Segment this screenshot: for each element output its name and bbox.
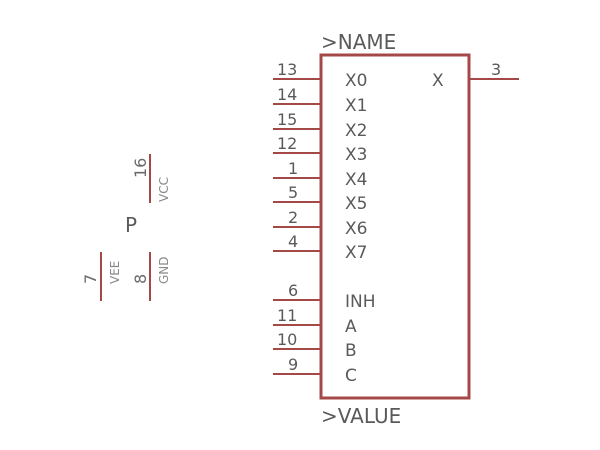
input-pin-x3[interactable]: 12 X3 [273,134,367,165]
control-pin-a[interactable]: 11 A [273,306,357,337]
input-pin-number: 1 [288,159,298,178]
control-pin-number: 9 [288,355,298,374]
input-pin-number: 5 [288,183,298,202]
input-pin-number: 2 [288,208,298,227]
input-pin-x2[interactable]: 15 X2 [273,110,367,141]
control-pin-label: B [345,341,357,361]
input-pin-number: 14 [277,85,297,104]
input-pin-x7[interactable]: 4 X7 [273,232,367,263]
power-pin-vee[interactable]: 7 VEE [81,252,122,301]
input-pin-label: X4 [345,170,367,190]
control-pin-number: 11 [277,306,297,325]
power-pin-label: GND [157,256,171,284]
output-pin-number: 3 [491,60,501,79]
output-pin[interactable]: 3 X [432,60,519,91]
input-pin-number: 13 [277,60,297,79]
component-body[interactable] [319,53,471,400]
power-pin-label: VEE [108,261,122,284]
input-pin-number: 4 [288,232,298,251]
power-pin-vcc[interactable]: 16 VCC [131,154,171,203]
input-pin-x6[interactable]: 2 X6 [273,208,367,239]
input-pin-label: X3 [345,145,367,165]
control-pin-inh[interactable]: 6 INH [273,281,376,312]
input-pin-number: 15 [277,110,297,129]
input-pin-label: X6 [345,219,367,239]
control-pin-c[interactable]: 9 C [273,355,357,386]
value-label: >VALUE [321,404,401,428]
power-pin-number: 8 [131,274,150,284]
input-pin-label: X7 [345,243,367,263]
power-pin-label: VCC [157,177,171,202]
input-pin-label: X0 [345,71,367,91]
power-symbol-label: P [125,213,137,237]
output-pin-label: X [432,71,444,91]
input-pin-x4[interactable]: 1 X4 [273,159,367,190]
input-pin-label: X5 [345,194,367,214]
input-pin-label: X2 [345,121,367,141]
input-pin-label: X1 [345,96,367,116]
input-pin-x5[interactable]: 5 X5 [273,183,367,214]
input-pin-number: 12 [277,134,297,153]
name-label: >NAME [321,30,396,54]
control-pin-label: C [345,366,357,386]
power-pin-gnd[interactable]: 8 GND [131,252,171,301]
control-pin-b[interactable]: 10 B [273,330,357,361]
control-pin-number: 6 [288,281,298,300]
control-pin-label: A [345,317,357,337]
power-pin-number: 7 [81,274,100,284]
input-pin-x0[interactable]: 13 X0 [273,60,367,91]
control-pin-number: 10 [277,330,297,349]
power-pin-number: 16 [131,158,150,178]
control-pin-label: INH [345,292,376,312]
input-pin-x1[interactable]: 14 X1 [273,85,367,116]
